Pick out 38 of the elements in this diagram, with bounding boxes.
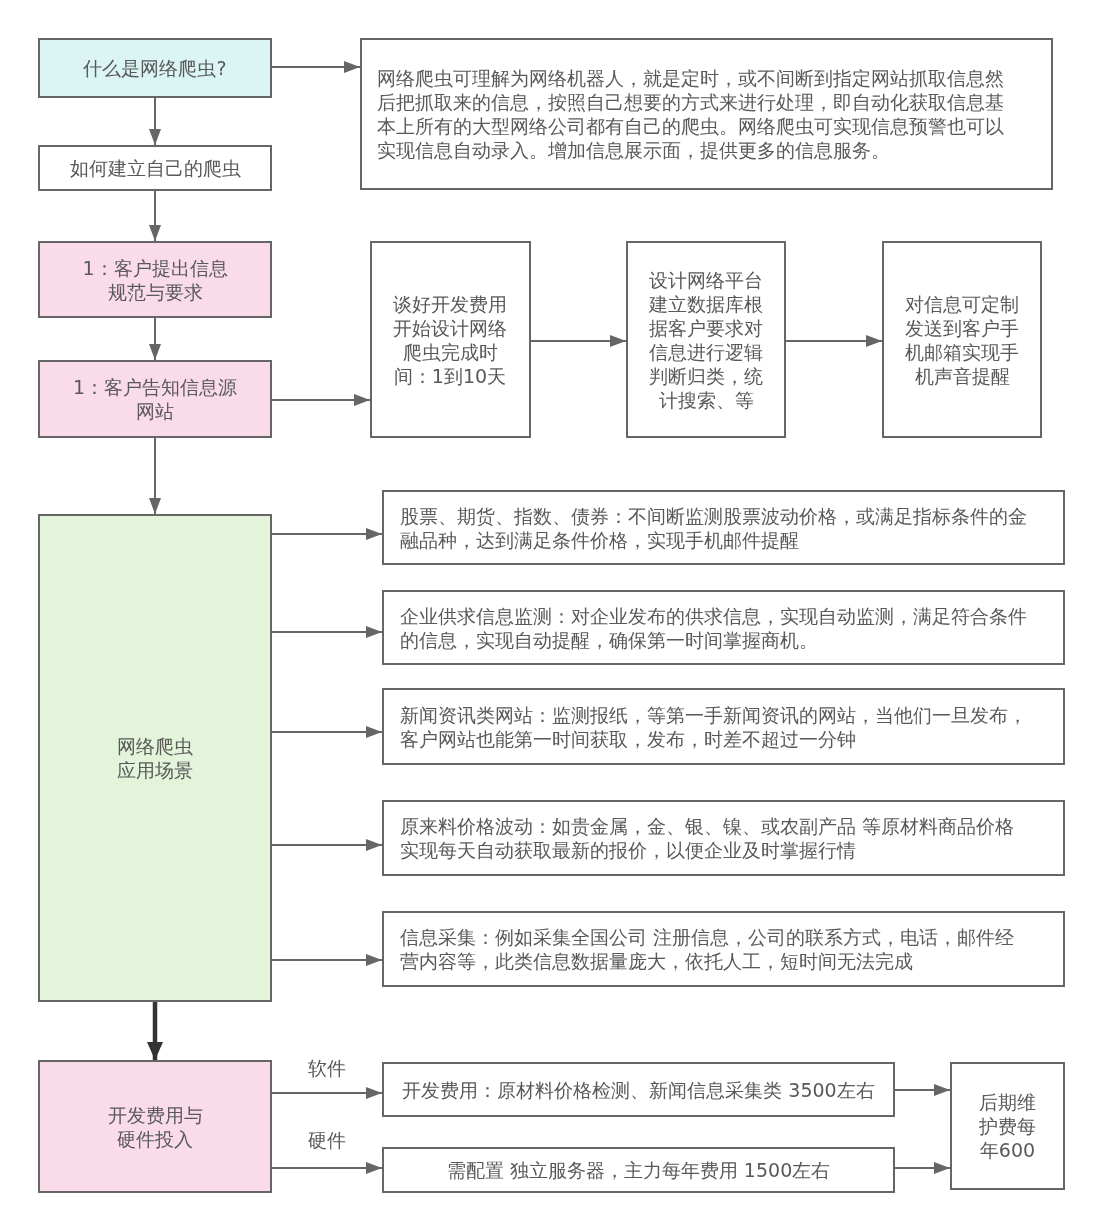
arrow: [271, 954, 383, 966]
arrow: [894, 1162, 951, 1174]
step-box: 1：客户提出信息规范与要求: [38, 241, 272, 318]
arrow: [271, 726, 383, 738]
arrow: [785, 335, 883, 347]
arrow: [149, 190, 161, 242]
arrow: [149, 437, 161, 515]
cost-item-box: 开发费用：原材料价格检测、新闻信息采集类 3500左右: [382, 1062, 895, 1117]
process-box: 对信息可定制发送到客户手机邮箱实现手机声音提醒: [882, 241, 1042, 438]
arrow: [271, 528, 383, 540]
scenario-box: 原来料价格波动：如贵金属，金、银、镍、或农副产品 等原材料商品价格实现每天自动获取最新的报价，以便企业及时掌握行情: [382, 800, 1065, 876]
scenario-box: 新闻资讯类网站：监测报纸，等第一手新闻资讯的网站，当他们一旦发布，客户网站也能第一时间获取，发布，时差不超过一分钟: [382, 688, 1065, 765]
process-box: 谈好开发费用开始设计网络爬虫完成时间：1到10天: [370, 241, 531, 438]
arrow: [271, 839, 383, 851]
arrow: [147, 1002, 163, 1060]
arrow: [271, 1162, 383, 1174]
cost-box: 开发费用与硬件投入: [38, 1060, 272, 1193]
arrow: [271, 61, 361, 73]
edge-label: 硬件: [306, 1129, 348, 1151]
cost-item-box: 需配置 独立服务器，主力每年费用 1500左右: [382, 1147, 895, 1193]
arrow: [894, 1084, 951, 1096]
arrow: [149, 97, 161, 146]
edge-label: 软件: [306, 1057, 348, 1079]
scenario-box: 企业供求信息监测：对企业发布的供求信息，实现自动监测，满足符合条件的信息，实现自动提醒，确保第一时间掌握商机。: [382, 590, 1065, 665]
process-box: 设计网络平台建立数据库根据客户要求对信息进行逻辑判断归类，统计搜索、等: [626, 241, 786, 438]
arrow: [271, 394, 371, 406]
arrow: [271, 1087, 383, 1099]
arrow: [271, 626, 383, 638]
arrow: [149, 317, 161, 361]
description-box: 网络爬虫可理解为网络机器人，就是定时，或不间断到指定网站抓取信息然后把抓取来的信息，按照自己想要的方式来进行处理，即自动化获取信息基本上所有的大型网络公司都有自己的爬虫。网络爬虫可实现信息预警也可以实现信息自动录入。增加信息展示面，提供更多的信息服务。: [360, 38, 1053, 190]
scenario-box: 股票、期货、指数、债券：不间断监测股票波动价格，或满足指标条件的金融品种，达到满足条件价格，实现手机邮件提醒: [382, 490, 1065, 565]
category-box: 网络爬虫应用场景: [38, 514, 272, 1002]
arrow: [530, 335, 627, 347]
step-box: 如何建立自己的爬虫: [38, 145, 272, 191]
question-box: 什么是网络爬虫?: [38, 38, 272, 98]
step-box: 1：客户告知信息源网站: [38, 360, 272, 438]
maintenance-box: 后期维护费每年600: [950, 1062, 1065, 1190]
scenario-box: 信息采集：例如采集全国公司 注册信息，公司的联系方式，电话，邮件经营内容等，此类信息数据量庞大，依托人工，短时间无法完成: [382, 911, 1065, 987]
